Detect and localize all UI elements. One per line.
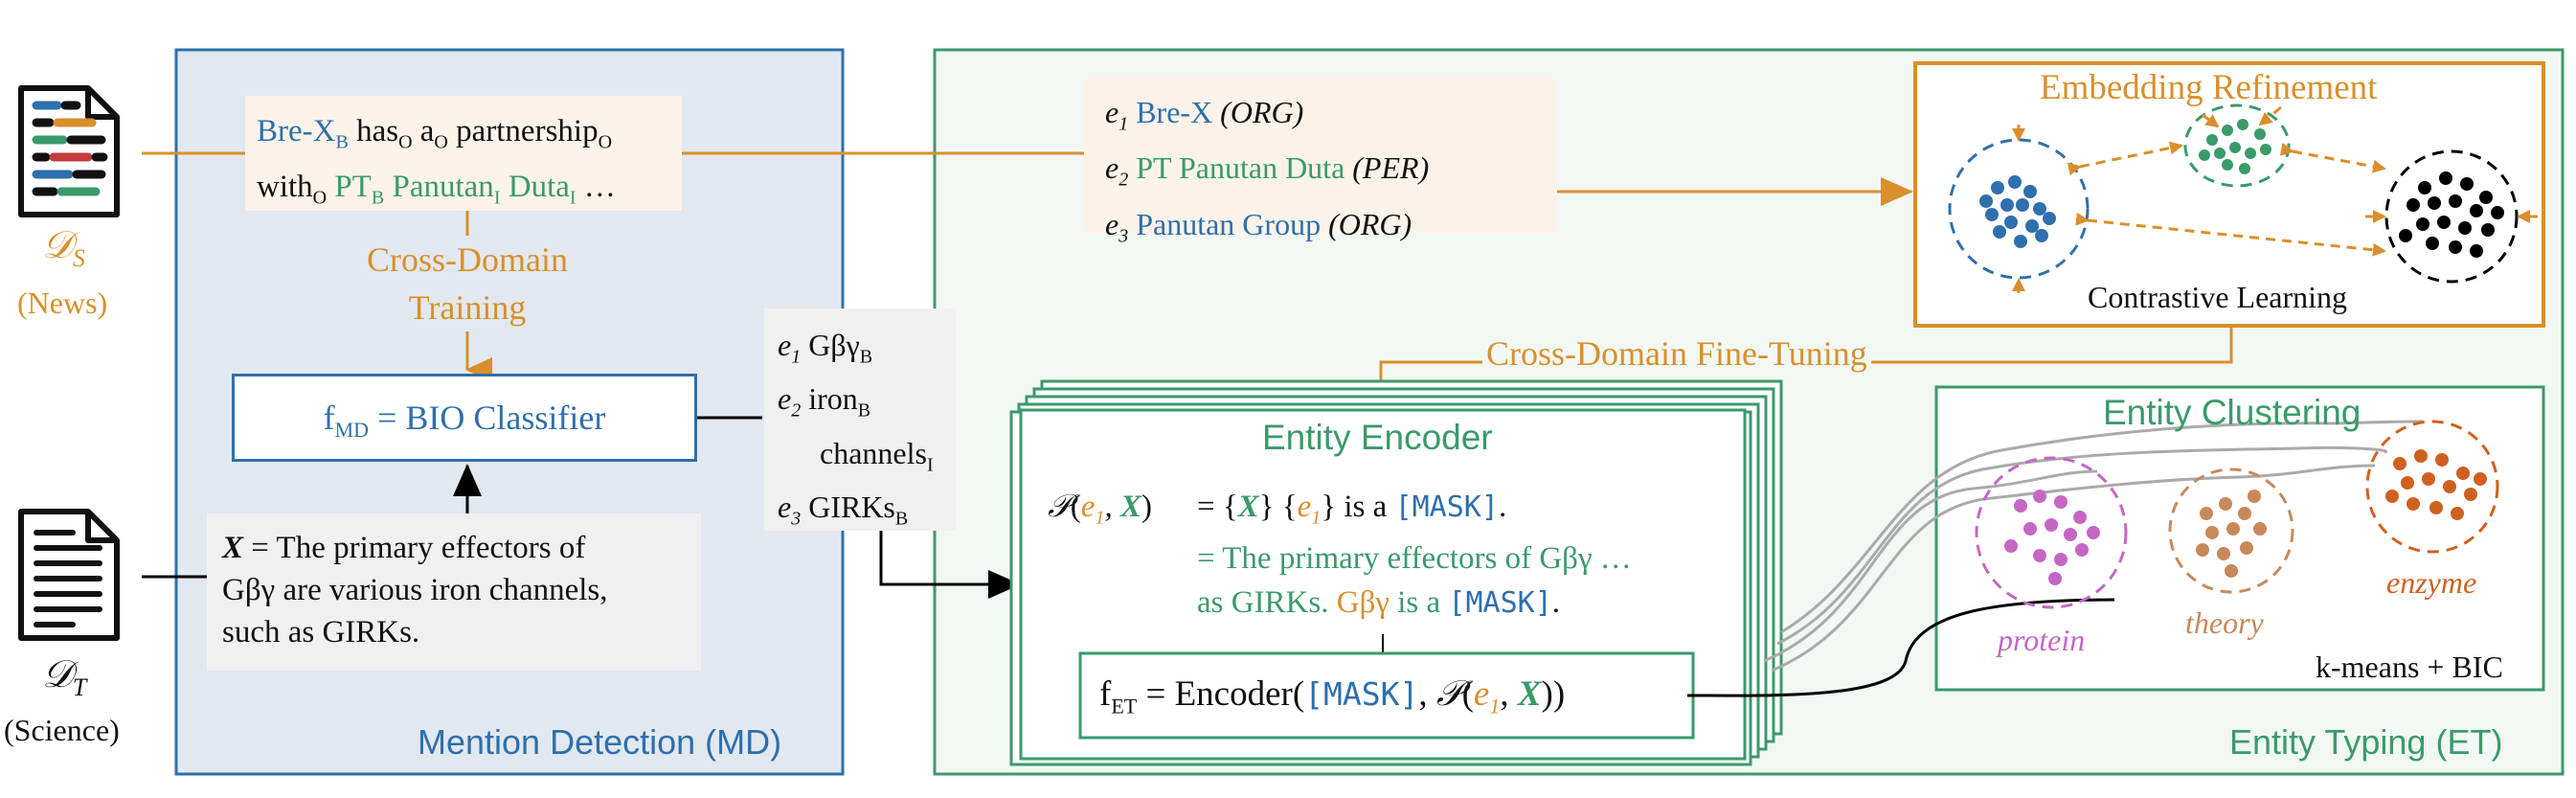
fine-tuning-label: Cross-Domain Fine-Tuning [1482,333,1871,374]
news-line1-token: B [335,131,349,153]
target-document-icon [15,506,123,644]
cross-domain-training-label: Cross-Domain Training [349,236,586,331]
cluster-protein [1975,456,2128,609]
news-sentence-line2: withO PTB PanutanI DutaI … [257,165,682,220]
prompt-template-line3: as GIRKs. Gβγ is a [MASK]. [1197,585,1561,620]
news-sentence-box: Bre-XB hasO aO partnershipO withO PTB Pa… [245,96,682,211]
source-document-icon [15,82,123,220]
news-line2-token: B [371,187,385,209]
cluster-theory [2168,467,2294,594]
target-domain-label: 𝒟T [42,652,87,701]
news-line2-token: I [493,187,501,209]
cluster-enzyme [2365,420,2499,554]
cluster-label-enzyme: enzyme [2386,565,2477,600]
target-sentence-box: X = The primary effectors of Gβγ are var… [207,513,701,671]
news-line2-token: I [569,187,576,209]
er-blue-cluster [1948,138,2090,280]
encoder-formula-box [1078,651,1695,740]
prompt-template-line2: = The primary effectors of Gβγ … [1197,541,1632,576]
entity-clustering-title: Entity Clustering [2103,393,2361,432]
entity-clustering-box [1934,385,2545,692]
encoder-formula: fET = Encoder([MASK], 𝒫(e1, X)) [1099,674,1566,718]
news-line1-token: O [598,131,613,153]
md-mentions-box: e1 GβγB e2 ironB channelsI e3 GIRKsB [764,308,956,531]
source-domain-caption: (News) [17,285,108,320]
cluster-label-protein: protein [1998,623,2086,657]
entity-encoder-title: Entity Encoder [1262,418,1493,457]
kmeans-bic-label: k-means + BIC [2316,650,2503,684]
news-line2-token: Panutan [384,169,494,204]
source-domain-label: 𝒟S [42,223,85,272]
er-black-cluster [2384,149,2519,284]
news-line2-token: with [257,169,313,204]
cluster-label-theory: theory [2185,605,2264,640]
prompt-template-line1: = {X} {e1} is a [MASK]. [1197,490,1507,529]
embedding-refinement-title: Embedding Refinement [2040,68,2378,107]
news-line1-token: has [348,114,399,148]
et-panel-title: Entity Typing (ET) [2229,722,2503,762]
news-line2-token: PT [327,169,372,204]
news-line2-token: Duta [500,169,570,204]
prompt-definition: 𝒫(e1, X) [1048,490,1152,529]
news-line1-token: O [434,131,448,153]
news-line1-token: partnership [447,114,599,148]
news-line1-token: a [412,114,435,148]
md-panel-title: Mention Detection (MD) [418,722,782,762]
news-line1-token: Bre-X [257,114,336,148]
target-domain-caption: (Science) [4,713,120,747]
news-sentence-line1: Bre-XB hasO aO partnershipO [257,109,682,165]
news-line2-token: O [312,187,328,209]
contrastive-learning-label: Contrastive Learning [2088,280,2348,314]
bio-classifier-box: fMD = BIO Classifier [232,374,697,462]
news-entities-box: e1 Bre-X (ORG) e2 PT Panutan Duta (PER) … [1084,77,1557,246]
news-line1-token: O [398,131,413,153]
news-line2-token: … [576,169,616,204]
